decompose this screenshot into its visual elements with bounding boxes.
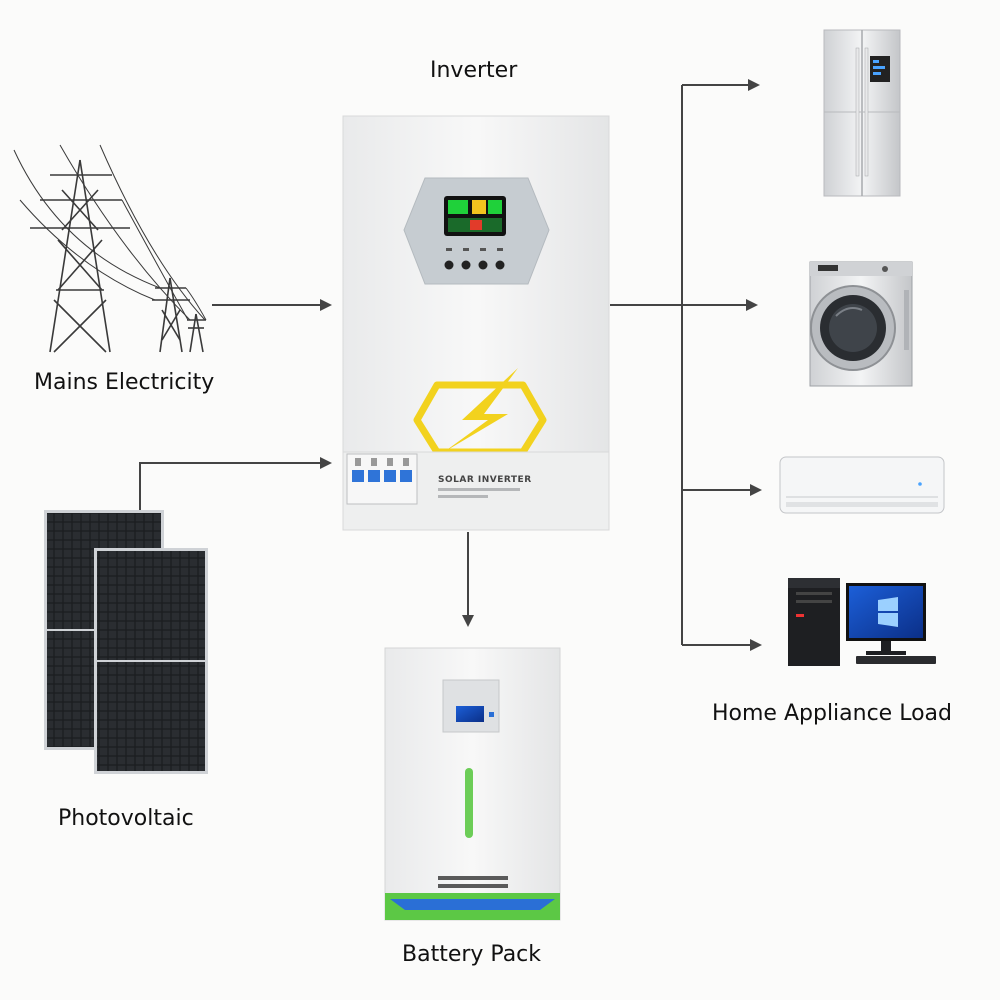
solar-panel-icon xyxy=(44,510,208,774)
inverter-label: Inverter xyxy=(430,58,517,83)
connector-pv-to-inverter xyxy=(140,463,330,510)
mains-electricity-label: Mains Electricity xyxy=(34,370,214,395)
connector-inverter-to-loads xyxy=(610,85,760,645)
power-tower-icon xyxy=(14,145,206,352)
desktop-computer-icon xyxy=(788,578,936,666)
inverter-panel-text: SOLAR INVERTER xyxy=(438,475,532,485)
refrigerator-icon xyxy=(824,30,900,196)
home-appliance-load-label: Home Appliance Load xyxy=(712,701,952,726)
battery-pack-icon xyxy=(385,648,560,920)
photovoltaic-label: Photovoltaic xyxy=(58,806,194,831)
inverter-icon: SOLAR INVERTER xyxy=(343,116,609,530)
air-conditioner-icon xyxy=(780,457,944,513)
washing-machine-icon xyxy=(810,262,912,386)
battery-pack-label: Battery Pack xyxy=(402,942,541,967)
